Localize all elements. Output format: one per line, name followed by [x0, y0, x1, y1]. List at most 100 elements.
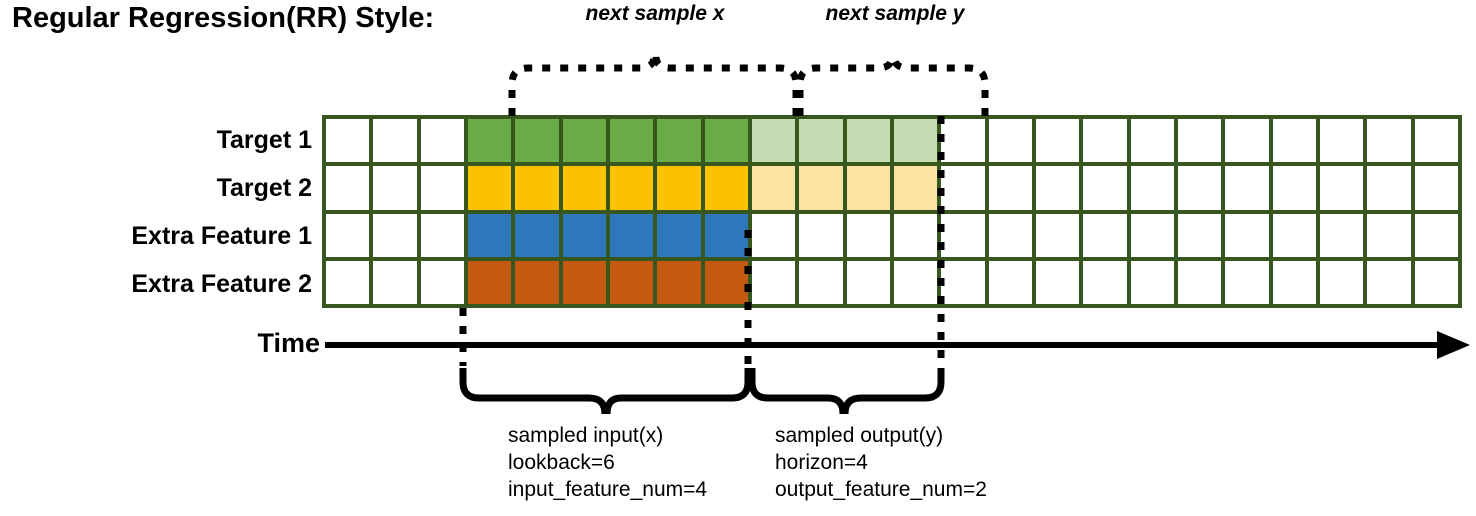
- grid-cell-r2-c17: [1130, 213, 1174, 257]
- grid-cell-r2-c9: [751, 213, 796, 257]
- grid-cell-r1-c20: [1272, 166, 1316, 210]
- grid-cell-r3-c0: [326, 260, 370, 304]
- grid-cell-r1-c10: [799, 166, 843, 210]
- grid-cell-r1-c14: [988, 166, 1032, 210]
- grid-cell-r1-c6: [609, 166, 654, 210]
- grid-cell-r3-c17: [1130, 260, 1174, 304]
- grid-cell-r2-c8: [704, 213, 748, 257]
- grid-cell-r3-c23: [1414, 260, 1458, 304]
- time-axis-label: Time: [257, 328, 320, 358]
- grid-cell-r0-c8: [704, 119, 748, 163]
- grid-cell-r3-c18: [1177, 260, 1222, 304]
- grid-cell-r1-c16: [1083, 166, 1127, 210]
- label-sampled-output: sampled output(y) horizon=4 output_featu…: [775, 422, 987, 503]
- grid-cell-r0-c16: [1083, 119, 1127, 163]
- grid-cell-r1-c22: [1367, 166, 1411, 210]
- sampled-output-line-2: horizon=4: [775, 451, 868, 474]
- grid-cell-r2-c7: [657, 213, 701, 257]
- grid-cell-r0-c14: [988, 119, 1032, 163]
- grid-cell-r2-c21: [1319, 213, 1364, 257]
- grid-cell-r1-c1: [373, 166, 417, 210]
- grid-cell-r3-c5: [562, 260, 606, 304]
- grid-cell-r2-c23: [1414, 213, 1458, 257]
- grid-cell-r1-c11: [846, 166, 890, 210]
- grid-cell-r0-c13: [941, 119, 985, 163]
- grid-cell-r2-c0: [326, 213, 370, 257]
- grid-cell-r2-c11: [846, 213, 890, 257]
- dotted-brace-next-sample-x: [508, 55, 800, 116]
- grid-cell-r2-c19: [1225, 213, 1269, 257]
- grid-cell-r0-c11: [846, 119, 890, 163]
- grid-cell-r1-c17: [1130, 166, 1174, 210]
- grid-cell-r1-c13: [941, 166, 985, 210]
- grid-cell-r3-c6: [609, 260, 654, 304]
- grid-cell-r3-c19: [1225, 260, 1269, 304]
- grid-cell-r3-c11: [846, 260, 890, 304]
- grid-cell-r0-c3: [467, 119, 512, 163]
- grid-cell-r0-c5: [562, 119, 606, 163]
- grid-cell-r1-c9: [751, 166, 796, 210]
- grid-cell-r3-c20: [1272, 260, 1316, 304]
- time-axis-arrow: [325, 331, 1470, 359]
- grid-cell-r3-c21: [1319, 260, 1364, 304]
- grid-cell-r1-c21: [1319, 166, 1364, 210]
- grid-cell-r3-c1: [373, 260, 417, 304]
- page-title: Regular Regression(RR) Style:: [12, 2, 435, 34]
- grid-cell-r0-c17: [1130, 119, 1174, 163]
- sampled-output-line-1: sampled output(y): [775, 424, 944, 447]
- row-label-extra-feature-1: Extra Feature 1: [131, 222, 312, 250]
- grid-cell-r1-c15: [1035, 166, 1080, 210]
- sampled-input-line-1: sampled input(x): [508, 424, 664, 447]
- grid-cell-r0-c0: [326, 119, 370, 163]
- grid-cell-r3-c2: [420, 260, 464, 304]
- grid-cell-r3-c9: [751, 260, 796, 304]
- timeline-grid: [322, 115, 1462, 308]
- grid-cell-r1-c0: [326, 166, 370, 210]
- grid-cell-r1-c5: [562, 166, 606, 210]
- grid-cell-r2-c22: [1367, 213, 1411, 257]
- grid-cell-r1-c8: [704, 166, 748, 210]
- grid-cell-r1-c19: [1225, 166, 1269, 210]
- row-label-target-2: Target 2: [216, 174, 312, 202]
- grid-cell-r0-c2: [420, 119, 464, 163]
- grid-cell-r0-c6: [609, 119, 654, 163]
- grid-cell-r3-c10: [799, 260, 843, 304]
- sampled-input-line-2: lookback=6: [508, 451, 615, 474]
- brace-sampled-input: [459, 368, 752, 415]
- grid-cell-r0-c19: [1225, 119, 1269, 163]
- grid-cell-r0-c22: [1367, 119, 1411, 163]
- grid-cell-r2-c6: [609, 213, 654, 257]
- grid-cell-r0-c1: [373, 119, 417, 163]
- grid-cell-r2-c4: [515, 213, 559, 257]
- grid-cell-r3-c3: [467, 260, 512, 304]
- grid-cell-r3-c13: [941, 260, 985, 304]
- grid-cell-r2-c13: [941, 213, 985, 257]
- grid-cell-r0-c4: [515, 119, 559, 163]
- grid-cell-r0-c10: [799, 119, 843, 163]
- label-sampled-input: sampled input(x) lookback=6 input_featur…: [508, 422, 707, 503]
- grid-cell-r2-c18: [1177, 213, 1222, 257]
- grid-cell-r0-c21: [1319, 119, 1364, 163]
- grid-cell-r1-c7: [657, 166, 701, 210]
- grid-cell-r2-c16: [1083, 213, 1127, 257]
- grid-cell-r2-c2: [420, 213, 464, 257]
- grid-cell-r0-c9: [751, 119, 796, 163]
- grid-cell-r3-c22: [1367, 260, 1411, 304]
- grid-cell-r2-c10: [799, 213, 843, 257]
- grid-cell-r2-c14: [988, 213, 1032, 257]
- grid-cell-r2-c5: [562, 213, 606, 257]
- row-label-target-1: Target 1: [216, 126, 312, 154]
- grid-cell-r3-c12: [893, 260, 938, 304]
- dotted-brace-next-sample-y: [796, 55, 989, 116]
- grid-cell-r0-c15: [1035, 119, 1080, 163]
- sampled-input-line-3: input_feature_num=4: [508, 478, 708, 501]
- label-next-sample-y: next sample y: [825, 2, 965, 25]
- grid-cell-r0-c23: [1414, 119, 1458, 163]
- label-next-sample-x: next sample x: [585, 2, 725, 25]
- grid-cell-r3-c7: [657, 260, 701, 304]
- grid-cell-r3-c4: [515, 260, 559, 304]
- grid-cell-r3-c16: [1083, 260, 1127, 304]
- grid-cell-r2-c1: [373, 213, 417, 257]
- grid-cell-r2-c20: [1272, 213, 1316, 257]
